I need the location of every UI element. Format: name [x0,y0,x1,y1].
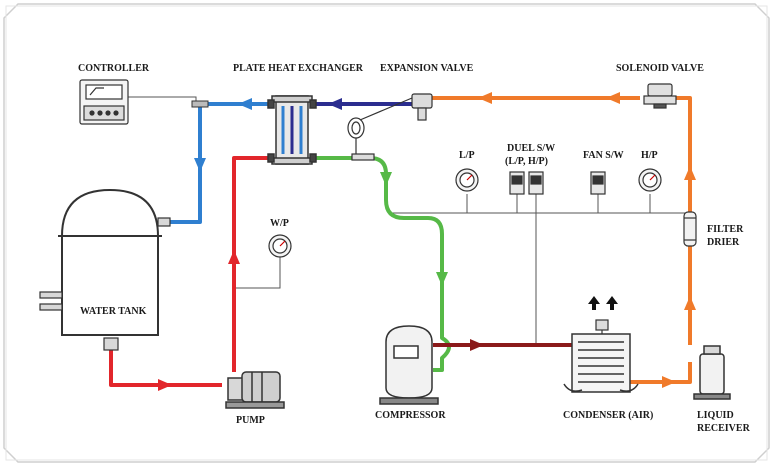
gauge-icon [455,168,479,192]
label-receiver: RECEIVER [697,423,751,434]
flow-arrow [228,250,240,264]
flow-arrow [478,92,492,104]
water-return-pipe [109,156,272,387]
control-wires [128,96,688,345]
label-liquid: LIQUID [697,410,734,421]
label-pump: PUMP [236,415,265,426]
gauge-icon [638,168,662,192]
pump [225,371,285,409]
label-fan-sw: FAN S/W [583,150,624,161]
label-compressor: COMPRESSOR [375,410,446,421]
label-duel-sw: DUEL S/W [507,143,555,154]
label-duel-sw-sub: (L/P, H/P) [505,156,548,167]
flow-arrow [662,376,676,388]
label-condenser: CONDENSER (AIR) [563,410,653,421]
flow-arrow [684,166,696,180]
plate-heat-exchanger [267,95,317,165]
label-water-tank: WATER TANK [80,306,147,317]
expansion-valve [347,93,433,161]
liquid-receiver [693,345,731,400]
label-wp: W/P [270,218,289,229]
label-controller: CONTROLLER [78,63,150,74]
flow-arrow [158,379,172,391]
controller-icon [79,79,129,125]
flow-arrow [380,172,392,186]
flow-arrow [470,339,484,351]
flow-arrow [606,92,620,104]
water-tank [58,188,162,336]
sensor-node [191,100,209,108]
arrow-up-icon [588,296,618,310]
compressor [379,325,439,405]
liquid-pipe [432,96,692,384]
condenser [563,333,639,393]
valve-icon [39,217,171,351]
gauge-icon [268,234,292,258]
solenoid-valve [643,83,677,109]
fan-icon [595,319,609,334]
label-lp: L/P [459,150,475,161]
label-solenoid-valve: SOLENOID VALVE [616,63,704,74]
label-drier: DRIER [707,237,740,248]
flow-arrow [194,158,206,172]
flow-arrow [238,98,252,110]
label-plate-heat-exchanger: PLATE HEAT EXCHANGER [233,63,364,74]
label-expansion-valve: EXPANSION VALVE [380,63,474,74]
flow-arrow [328,98,342,110]
label-hp: H/P [641,150,658,161]
switch-icon [590,171,606,195]
switch-icon [509,171,544,195]
filter-drier [683,211,697,247]
flow-arrow [684,296,696,310]
flow-arrow [436,272,448,286]
label-filter: FILTER [707,224,744,235]
